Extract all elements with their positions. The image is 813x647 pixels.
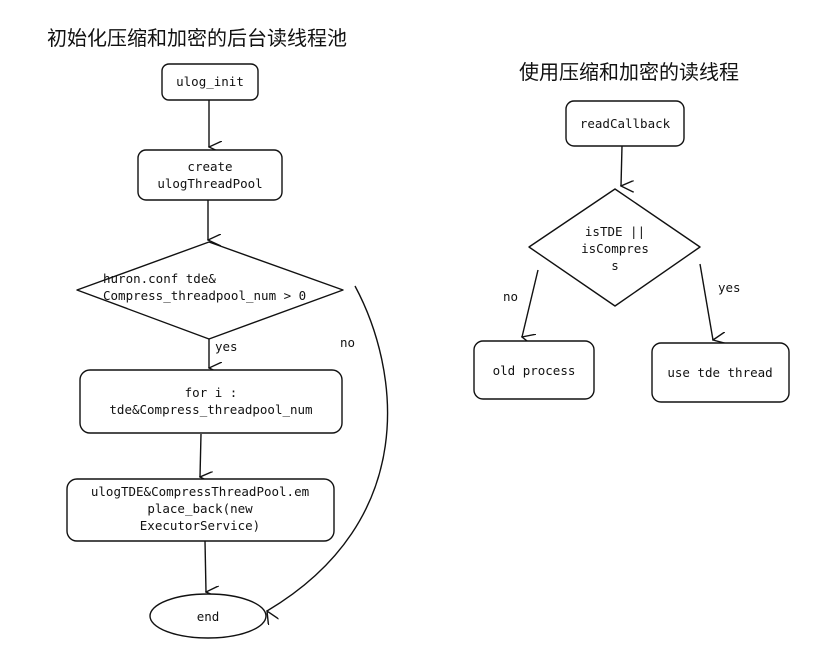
node-emplace-back: ulogTDE&CompressThreadPool.em place_back… — [66, 478, 335, 542]
node-decision-is-tde: isTDE || isCompres s — [528, 188, 701, 307]
node-read-callback-line-1: readCallback — [580, 116, 671, 131]
node-is-tde-line-3: s — [611, 258, 619, 273]
edge-label-no-right: no — [503, 289, 518, 304]
node-emplace-line-2: place_back(new — [147, 501, 253, 516]
node-ulog-init-line-1: ulog_init — [176, 74, 244, 89]
node-decision-line-2: Compress_threadpool_num > 0 — [103, 288, 306, 303]
node-ulog-init: ulog_init — [161, 63, 259, 101]
node-end-line-1: end — [197, 609, 220, 624]
node-use-tde-thread: use tde thread — [651, 342, 790, 403]
node-emplace-line-1: ulogTDE&CompressThreadPool.em — [91, 484, 309, 499]
node-for-loop: for i : tde&Compress_threadpool_num — [79, 369, 343, 434]
node-is-tde-line-1: isTDE || — [585, 224, 645, 239]
node-decision-threadpool-num: huron.conf tde& Compress_threadpool_num … — [76, 241, 344, 340]
edge-loop-to-emplace — [200, 433, 201, 477]
node-for-loop-line-2: tde&Compress_threadpool_num — [109, 402, 312, 417]
node-old-process: old process — [473, 340, 595, 400]
node-old-process-line-1: old process — [493, 363, 576, 378]
node-for-loop-line-1: for i : — [185, 385, 238, 400]
edge-decision-to-use-tde — [699, 263, 713, 340]
edge-read-to-decision — [621, 145, 622, 186]
node-create-line-2: ulogThreadPool — [157, 176, 262, 191]
right-chart-title: 使用压缩和加密的读线程 — [519, 60, 739, 84]
node-create-line-1: create — [187, 159, 232, 174]
node-create-threadpool: create ulogThreadPool — [137, 149, 283, 201]
node-read-callback: readCallback — [565, 100, 685, 147]
node-is-tde-line-2: isCompres — [581, 241, 649, 256]
node-end: end — [149, 593, 267, 639]
left-chart-title: 初始化压缩和加密的后台读线程池 — [47, 26, 347, 50]
edge-emplace-to-end — [204, 540, 206, 592]
node-emplace-line-3: ExecutorService) — [140, 518, 260, 533]
edge-label-yes-left: yes — [215, 339, 238, 354]
edge-decision-to-end — [267, 285, 389, 611]
node-use-tde-line-1: use tde thread — [667, 365, 772, 380]
edge-label-yes-right: yes — [718, 280, 741, 295]
node-decision-line-1: huron.conf tde& — [103, 271, 216, 286]
edge-label-no-left: no — [340, 335, 355, 350]
edge-decision-to-old-process — [522, 269, 539, 337]
